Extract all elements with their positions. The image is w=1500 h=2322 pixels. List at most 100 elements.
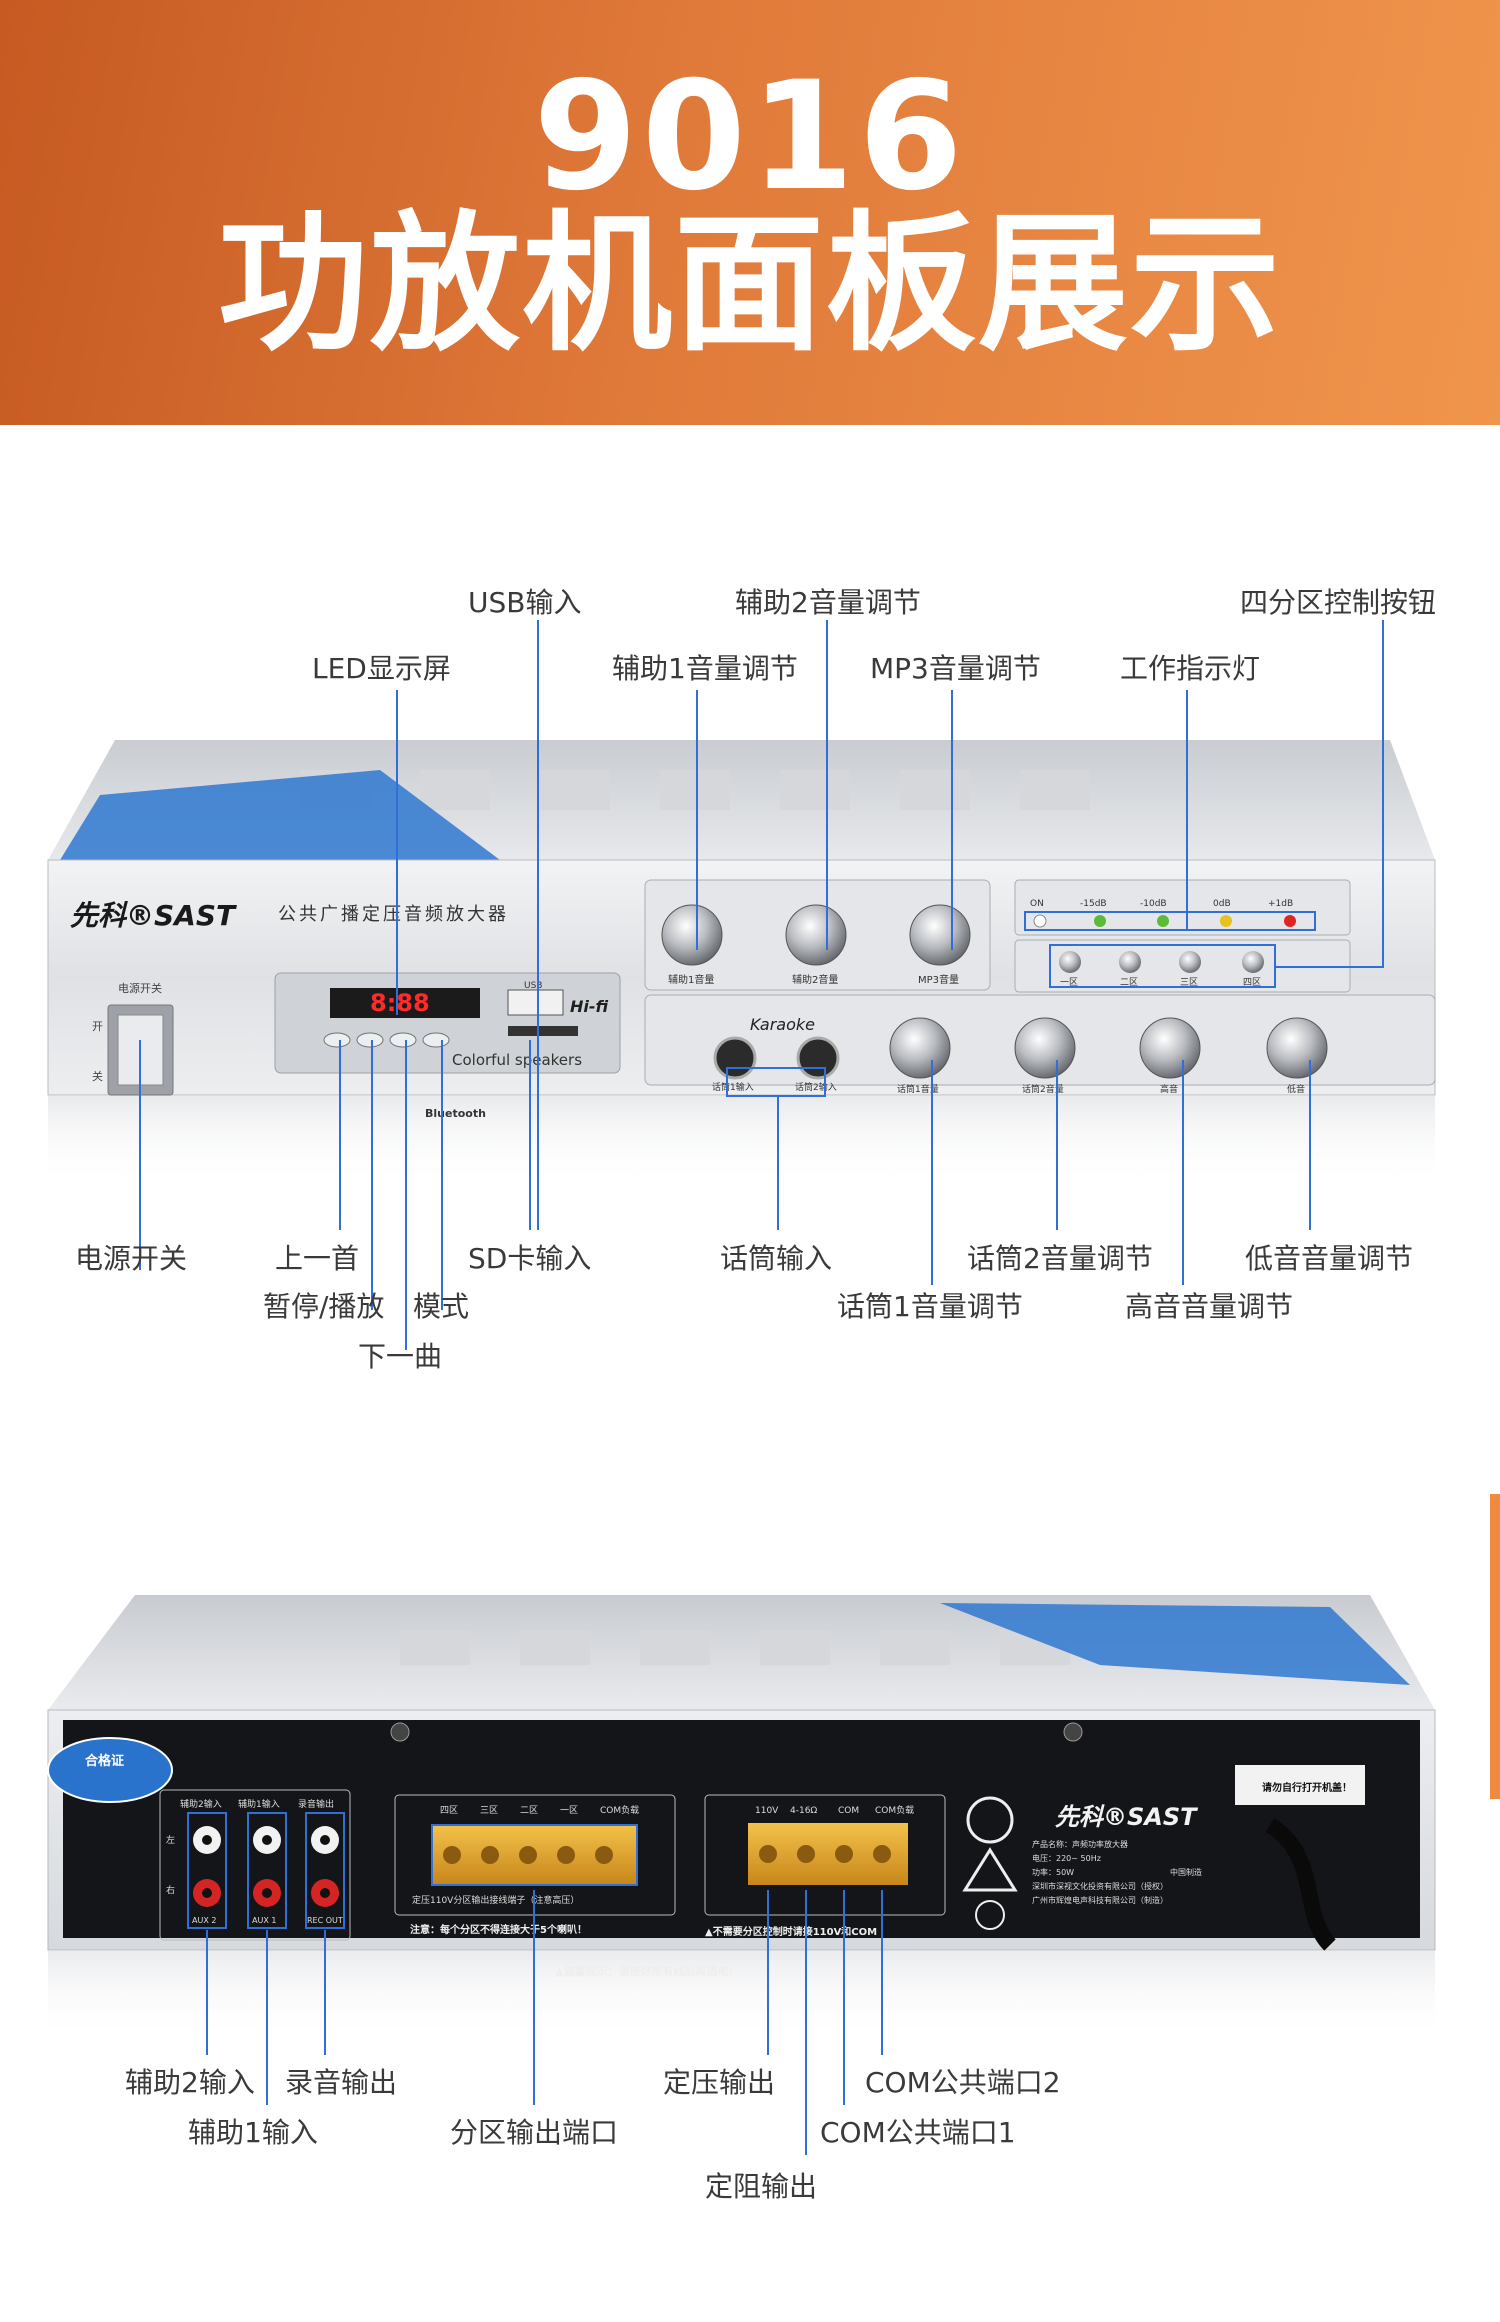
svg-text:广州市辉煌电声科技有限公司（制造）: 广州市辉煌电声科技有限公司（制造）: [1032, 1895, 1168, 1905]
led-digits: 8:88: [370, 989, 430, 1017]
callout-aux2-volume: 辅助2音量调节: [735, 586, 921, 619]
callout-constant-voltage-output: 定压输出: [663, 2066, 776, 2099]
cert-badge: [47, 1737, 173, 1803]
callout-mic2-volume: 话筒2音量调节: [967, 1242, 1153, 1275]
svg-text:左: 左: [166, 1834, 175, 1846]
callout-aux2-input: 辅助2输入: [125, 2066, 255, 2099]
svg-text:注意：每个分区不得连接大于5个喇叭！: 注意：每个分区不得连接大于5个喇叭！: [410, 1923, 587, 1936]
svg-text:合格证: 合格证: [85, 1753, 124, 1769]
sd-slot: [508, 1026, 578, 1036]
svg-text:定压110V分区输出接线端子（注意高压）: 定压110V分区输出接线端子（注意高压）: [412, 1894, 579, 1906]
top-knobs: [661, 904, 971, 966]
svg-text:功率：50W: 功率：50W: [1032, 1867, 1074, 1877]
callout-treble-volume: 高音音量调节: [1125, 1290, 1294, 1323]
svg-text:4-16Ω: 4-16Ω: [790, 1806, 817, 1816]
model-number: 9016: [533, 50, 967, 224]
callout-aux1-input: 辅助1输入: [188, 2116, 318, 2149]
svg-text:Colorful speakers: Colorful speakers: [452, 1051, 582, 1069]
svg-text:一区: 一区: [1060, 977, 1078, 988]
front-subtitle: 公共广播定压音频放大器: [278, 904, 509, 925]
svg-text:辅助2输入: 辅助2输入: [180, 1798, 222, 1810]
svg-text:COM: COM: [838, 1806, 859, 1816]
callout-sd-input: SD卡输入: [468, 1242, 592, 1275]
callout-usb-input: USB输入: [468, 586, 582, 619]
callout-constant-impedance-output: 定阻输出: [705, 2170, 818, 2203]
svg-text:请勿自行打开机盖！: 请勿自行打开机盖！: [1262, 1781, 1352, 1794]
callout-prev-track: 上一首: [275, 1242, 360, 1275]
callout-play-pause: 暂停/播放: [263, 1290, 385, 1323]
svg-text:三区: 三区: [480, 1805, 498, 1816]
led-display: [330, 988, 480, 1018]
svg-text:二区: 二区: [1120, 977, 1138, 988]
svg-text:一区: 一区: [560, 1805, 578, 1816]
callout-mic-input: 话筒输入: [720, 1242, 833, 1275]
svg-text:四区: 四区: [1243, 977, 1261, 988]
karaoke-logo: Karaoke: [750, 1015, 815, 1034]
svg-text:三区: 三区: [1180, 977, 1198, 988]
svg-text:产品名称：声频功率放大器: 产品名称：声频功率放大器: [1032, 1839, 1128, 1849]
svg-text:-15dB: -15dB: [1080, 899, 1107, 909]
svg-text:辅助2音量: 辅助2音量: [792, 973, 838, 986]
svg-text:辅助1音量: 辅助1音量: [668, 973, 714, 986]
rear-panel-illustration: 合格证 辅助2输入 辅助1输入 录音输出 左 右 AUX 2 AUX 1 REC…: [47, 1595, 1436, 2040]
front-panel-illustration: 先科®SAST 公共广播定压音频放大器 电源开关 开 关 8:88 USB Hi…: [47, 740, 1436, 1185]
svg-text:辅助1输入: 辅助1输入: [238, 1798, 280, 1810]
callout-com-port-1: COM公共端口1: [820, 2116, 1016, 2149]
svg-text:话筒2音量: 话筒2音量: [1022, 1083, 1064, 1095]
svg-text:电压：220~ 50Hz: 电压：220~ 50Hz: [1032, 1853, 1101, 1863]
certification-icons: [962, 1796, 1018, 1930]
usb-port: [507, 989, 564, 1016]
banner-title: 功放机面板展示: [217, 198, 1282, 372]
svg-text:COM负载: COM负载: [875, 1804, 914, 1816]
power-cord: [1265, 1818, 1337, 1951]
callout-led-display: LED显示屏: [312, 652, 451, 685]
callout-mode: 模式: [413, 1290, 470, 1323]
svg-text:REC OUT: REC OUT: [307, 1916, 343, 1925]
svg-text:+1dB: +1dB: [1268, 899, 1293, 909]
callout-mp3-volume: MP3音量调节: [870, 652, 1041, 685]
svg-text:COM负载: COM负载: [600, 1804, 639, 1816]
bluetooth-label: Bluetooth: [425, 1107, 486, 1120]
svg-text:深圳市深视文化投资有限公司（授权）: 深圳市深视文化投资有限公司（授权）: [1032, 1881, 1168, 1891]
rear-callout-lines: [206, 1890, 883, 2155]
header-banner: 9016 功放机面板展示: [0, 0, 1500, 425]
svg-text:USB: USB: [524, 981, 542, 991]
callout-mic1-volume: 话筒1音量调节: [837, 1290, 1023, 1323]
callout-power-switch: 电源开关: [75, 1242, 188, 1275]
zone-buttons: [1059, 951, 1264, 973]
svg-text:▲温馨提示：请接好所有线后再通电！: ▲温馨提示：请接好所有线后再通电！: [555, 1964, 739, 1978]
callout-indicator: 工作指示灯: [1120, 652, 1261, 685]
front-brand-logo: 先科®SAST: [70, 899, 237, 932]
callout-next-track: 下一曲: [358, 1340, 443, 1373]
callout-zone-output: 分区输出端口: [450, 2116, 619, 2149]
svg-text:110V: 110V: [755, 1806, 779, 1816]
svg-text:话筒1音量: 话筒1音量: [897, 1083, 939, 1095]
svg-text:AUX 1: AUX 1: [252, 1916, 276, 1925]
svg-text:中国制造: 中国制造: [1170, 1867, 1202, 1877]
svg-text:AUX 2: AUX 2: [192, 1916, 216, 1925]
callout-com-port-2: COM公共端口2: [865, 2066, 1061, 2099]
callout-bass-volume: 低音音量调节: [1245, 1242, 1414, 1275]
svg-text:录音输出: 录音输出: [298, 1798, 334, 1810]
svg-text:-10dB: -10dB: [1140, 899, 1167, 909]
svg-text:高音: 高音: [1160, 1083, 1178, 1095]
callout-aux1-volume: 辅助1音量调节: [612, 652, 798, 685]
svg-text:关: 关: [92, 1069, 103, 1083]
svg-text:低音: 低音: [1287, 1083, 1305, 1095]
warning-label: [1235, 1765, 1365, 1805]
bottom-knobs: [889, 1017, 1328, 1079]
svg-text:话筒1输入: 话筒1输入: [712, 1081, 754, 1093]
svg-text:ON: ON: [1030, 899, 1044, 909]
callout-zone-buttons: 四分区控制按钮: [1240, 586, 1437, 619]
svg-text:0dB: 0dB: [1213, 899, 1231, 909]
side-accent-tab: [1490, 1494, 1500, 1799]
svg-text:开: 开: [92, 1020, 103, 1033]
svg-text:四区: 四区: [440, 1805, 458, 1816]
svg-text:▲不需要分区控制时请接110V和COM: ▲不需要分区控制时请接110V和COM: [705, 1925, 877, 1938]
svg-text:话筒2输入: 话筒2输入: [795, 1081, 837, 1093]
front-callout-lines: [139, 620, 1384, 1350]
hifi-logo: Hi-fi: [570, 997, 609, 1016]
svg-text:右: 右: [166, 1884, 175, 1896]
rear-brand-logo: 先科®SAST: [1055, 1803, 1198, 1831]
indicator-leds: [1033, 914, 1296, 928]
